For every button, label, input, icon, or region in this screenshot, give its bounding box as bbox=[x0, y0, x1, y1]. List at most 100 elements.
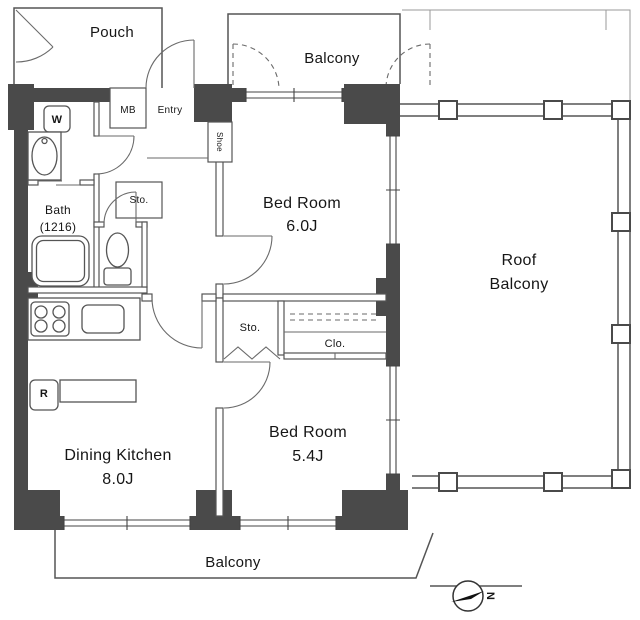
compass-north-label: N bbox=[484, 592, 496, 600]
partition bbox=[93, 173, 100, 293]
closet-label: Clo. bbox=[325, 338, 346, 350]
stove-burner bbox=[34, 319, 48, 333]
washroom-door-arc bbox=[95, 135, 135, 175]
meter-box bbox=[109, 87, 147, 129]
railing-post bbox=[611, 212, 631, 232]
kitchen-sink bbox=[81, 304, 125, 334]
entry-label: Entry bbox=[158, 105, 183, 116]
dk-door-arc bbox=[151, 297, 203, 349]
column bbox=[14, 490, 60, 530]
porch-gate-leaf bbox=[15, 9, 54, 48]
washer-label: W bbox=[52, 114, 63, 126]
partition bbox=[201, 293, 217, 302]
storage2-label: Sto. bbox=[240, 322, 261, 334]
entry-door-arc bbox=[145, 39, 195, 89]
entry-door-opening bbox=[146, 88, 194, 102]
shoe-cabinet bbox=[207, 121, 233, 163]
shoe-label: Shoe bbox=[215, 132, 224, 152]
porch-outline bbox=[13, 7, 163, 88]
partition bbox=[27, 286, 148, 294]
partition bbox=[141, 221, 148, 288]
roof-balcony bbox=[400, 100, 631, 492]
partition bbox=[141, 293, 153, 302]
railing-post bbox=[611, 324, 631, 344]
roof-balcony-label-line1: Roof bbox=[502, 252, 537, 269]
closet-hanger-pipe bbox=[290, 313, 380, 321]
stove-burner bbox=[34, 305, 48, 319]
railing-post bbox=[611, 469, 631, 489]
column bbox=[196, 490, 232, 530]
partition bbox=[79, 179, 95, 186]
stove-burner bbox=[52, 319, 66, 333]
balcony-top-outline bbox=[227, 13, 401, 88]
column bbox=[8, 84, 34, 130]
partition-dashed-arc bbox=[232, 43, 280, 89]
storage2-bifold-door bbox=[223, 346, 281, 360]
partition bbox=[93, 221, 105, 228]
compass-needle bbox=[451, 591, 484, 602]
porch-gate-arc bbox=[15, 46, 54, 63]
railing-post bbox=[611, 100, 631, 120]
window-bedroom1-right bbox=[386, 135, 400, 245]
storage-hall-box bbox=[115, 181, 163, 219]
pouch-label: Pouch bbox=[90, 24, 134, 41]
balcony-bottom-outline bbox=[54, 530, 434, 579]
compass-icon: N bbox=[451, 580, 496, 612]
toilet-bowl bbox=[105, 232, 130, 268]
stove-burner bbox=[52, 305, 66, 319]
bathtub-inner bbox=[35, 239, 86, 283]
partition bbox=[277, 300, 285, 356]
column bbox=[342, 490, 408, 530]
toilet-door-arc bbox=[103, 191, 137, 225]
bath-label: Bath bbox=[45, 203, 71, 217]
bedroom2-size-label: 5.4J bbox=[292, 448, 323, 465]
fridge-label: R bbox=[40, 388, 48, 400]
balcony-top-label: Balcony bbox=[304, 50, 360, 67]
column bbox=[344, 84, 400, 124]
railing-post bbox=[438, 472, 458, 492]
railing-post bbox=[543, 472, 563, 492]
compass-circle bbox=[452, 580, 484, 612]
window-dk-bottom bbox=[63, 516, 191, 530]
interior-walls bbox=[27, 87, 387, 517]
toilet-tank bbox=[103, 267, 132, 286]
labels: Pouch Balcony MB Entry Shoe W Bath (1216… bbox=[40, 24, 548, 571]
railing-post bbox=[543, 100, 563, 120]
partition bbox=[27, 179, 39, 186]
bedroom1-label: Bed Room bbox=[263, 195, 341, 212]
railing-outer bbox=[400, 103, 631, 489]
window-bedroom2-right bbox=[386, 365, 400, 475]
bath-size-label: (1216) bbox=[40, 220, 77, 234]
balcony-bottom-label: Balcony bbox=[205, 554, 261, 571]
bedroom1-size-label: 6.0J bbox=[286, 218, 317, 235]
fixtures bbox=[27, 105, 386, 411]
bedroom2-door-arc bbox=[223, 361, 271, 409]
railing-inner bbox=[400, 115, 619, 477]
building-outline bbox=[402, 9, 631, 587]
doors bbox=[95, 39, 273, 409]
porch bbox=[13, 7, 163, 88]
window-bedroom1-top bbox=[245, 88, 343, 102]
bedroom2-label: Bed Room bbox=[269, 424, 347, 441]
dining-kitchen-label: Dining Kitchen bbox=[64, 447, 171, 464]
window-bedroom2-bottom bbox=[239, 516, 337, 530]
railing-post bbox=[438, 100, 458, 120]
partition-dashed-arc bbox=[385, 43, 431, 89]
refrigerator bbox=[29, 379, 59, 411]
bedroom1-door-arc bbox=[223, 235, 273, 285]
bath-sliding-door bbox=[38, 180, 80, 186]
partition bbox=[215, 407, 224, 517]
meter-box-label: MB bbox=[120, 105, 136, 116]
partition bbox=[222, 293, 387, 302]
eaves-outline bbox=[402, 9, 631, 104]
dining-kitchen-size-label: 8.0J bbox=[102, 471, 133, 488]
storage-hall-label: Sto. bbox=[130, 195, 149, 206]
windows bbox=[63, 88, 400, 530]
column bbox=[194, 84, 232, 122]
washbasin bbox=[31, 136, 58, 176]
partition bbox=[215, 283, 224, 299]
partition bbox=[215, 297, 224, 363]
balcony-bottom bbox=[54, 530, 434, 579]
